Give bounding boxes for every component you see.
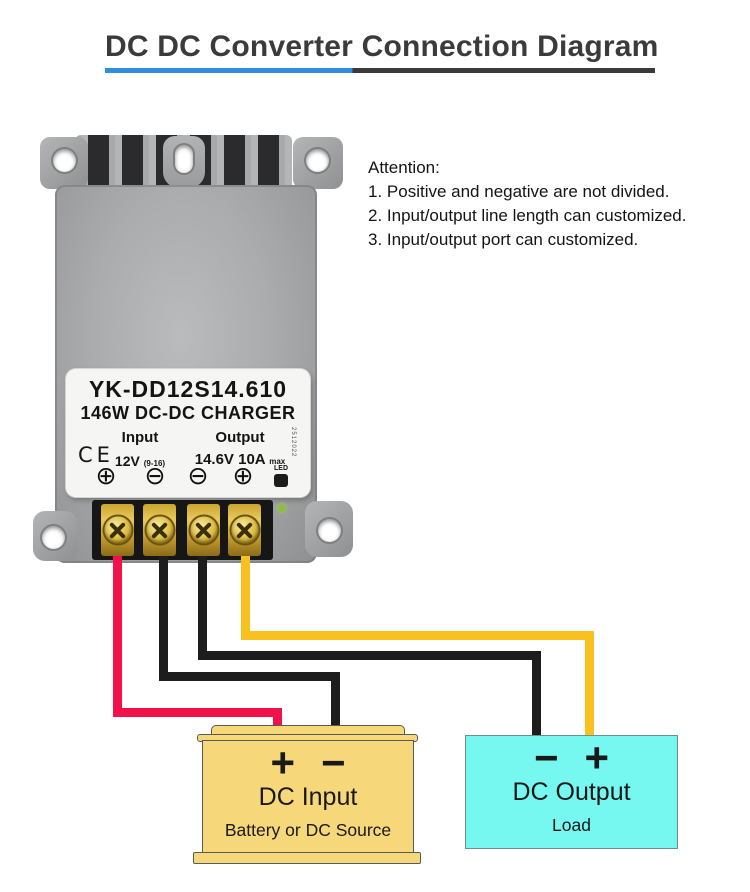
model-number: YK-DD12S14.610 [88, 376, 288, 402]
output-negative-wire [198, 651, 541, 660]
converter-device: YK-DD12S14.610 146W DC-DC CHARGER Input … [33, 133, 353, 565]
output-rating-sub: max [269, 457, 286, 466]
battery-base [193, 852, 421, 864]
terminal-circle-plus-icon: ⊕ [95, 461, 117, 490]
input-negative-wire [159, 556, 168, 681]
terminal-screw-input-positive [101, 504, 134, 556]
attention-item: 2. Input/output line length can customiz… [368, 206, 687, 225]
mounting-ear-bottom-right [305, 501, 353, 557]
dc-output-subtitle: Load [552, 815, 591, 835]
output-spec: 14.6V 10A max [195, 451, 286, 468]
input-spec: 12V (9-16) [115, 453, 165, 469]
product-label: YK-DD12S14.610 146W DC-DC CHARGER Input … [66, 369, 310, 497]
output-negative-wire [532, 651, 541, 738]
screw-icon [104, 516, 131, 544]
battery-body: + − DC Input Battery or DC Source [202, 740, 414, 854]
dc-output-load: − + DC Output Load [465, 735, 678, 849]
ce-mark-icon: CE [78, 443, 114, 467]
mounting-ear-top-left [40, 137, 88, 189]
date-code: 2512022 [290, 427, 296, 458]
plus-symbol: + [584, 734, 610, 781]
terminal-block [92, 500, 273, 560]
attention-item: 1. Positive and negative are not divided… [368, 182, 670, 201]
screw-icon [190, 516, 217, 544]
input-positive-wire [113, 708, 282, 717]
power-led-icon [278, 504, 286, 512]
output-label: Output [215, 429, 265, 446]
input-label: Input [121, 429, 159, 446]
page-title: DC DC Converter Connection Diagram [105, 30, 659, 63]
input-positive-wire [113, 556, 122, 717]
output-positive-wire [241, 556, 250, 640]
screw-icon [231, 516, 258, 544]
dc-output-title: DC Output [512, 778, 631, 806]
dc-input-subtitle: Battery or DC Source [224, 820, 392, 840]
output-negative-wire [198, 556, 207, 660]
mounting-ear-bottom-left [33, 511, 77, 561]
minus-symbol: − [321, 739, 346, 786]
input-positive-wire [273, 708, 282, 730]
input-negative-wire [159, 672, 340, 681]
terminal-screw-output-positive [228, 504, 261, 556]
plus-symbol: + [270, 739, 295, 786]
mounting-hole-icon [306, 149, 329, 172]
attention-notes: Attention: 1. Positive and negative are … [368, 156, 738, 252]
mounting-hole-icon [42, 526, 65, 549]
dc-input-title: DC Input [258, 783, 358, 811]
title-underline [105, 68, 655, 73]
product-name: 146W DC-DC CHARGER [80, 403, 296, 423]
output-rating: 14.6V 10A [194, 451, 266, 468]
input-voltage: 12V [114, 453, 140, 469]
keyhole-slot-icon [175, 145, 193, 173]
input-range: (9-16) [143, 459, 166, 468]
attention-item: 3. Input/output port can customized. [368, 230, 639, 249]
mounting-hole-icon [53, 149, 76, 172]
terminal-screw-output-negative [187, 504, 220, 556]
keyhole-mount-tab [163, 136, 205, 188]
output-positive-wire [241, 631, 594, 640]
mounting-hole-icon [318, 519, 341, 542]
mounting-ear-top-right [293, 137, 343, 189]
output-positive-wire [585, 631, 594, 738]
led-label: LED [274, 465, 288, 472]
terminal-circle-minus-icon: ⊖ [187, 461, 209, 490]
led-window-icon [274, 474, 288, 487]
screw-icon [146, 516, 173, 544]
attention-heading: Attention: [368, 158, 440, 177]
terminal-circle-minus-icon: ⊖ [144, 461, 166, 490]
minus-symbol: − [533, 734, 559, 781]
terminal-screw-input-negative [143, 504, 176, 556]
terminal-circle-plus-icon: ⊕ [232, 461, 254, 490]
input-negative-wire [331, 672, 340, 742]
